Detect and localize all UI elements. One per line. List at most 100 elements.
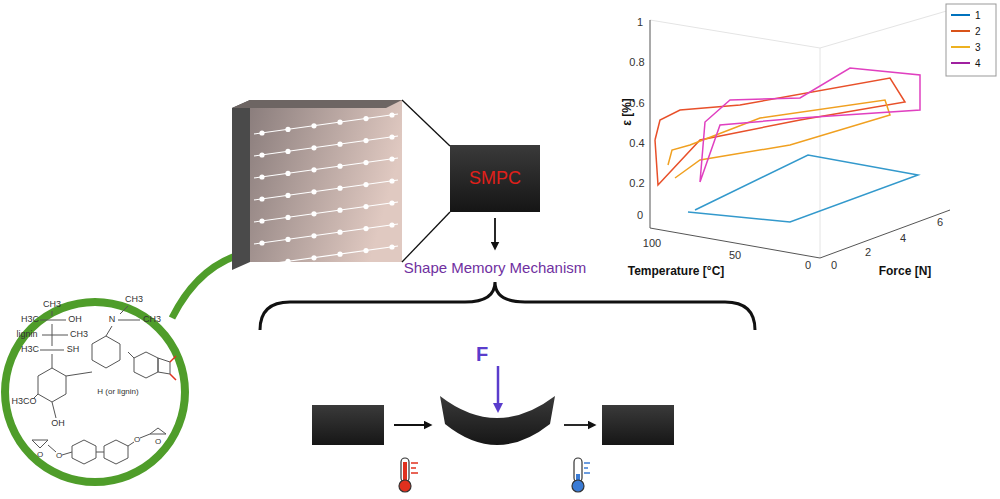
chem-label: CH3 — [70, 330, 88, 340]
axis-title: Force [N] — [879, 265, 932, 278]
fibre-dot — [285, 149, 290, 154]
legend-line — [951, 14, 970, 16]
chemical-circle — [5, 302, 185, 482]
legend-line — [951, 62, 970, 64]
fibre-dot — [363, 226, 368, 231]
chem-label: SH — [67, 345, 80, 355]
chart-axes — [650, 20, 950, 258]
fibre-rows — [254, 112, 398, 267]
zoom-line — [402, 212, 450, 262]
chem-label: H3C — [21, 315, 39, 325]
block-top — [232, 100, 402, 108]
tick-label: 0 — [637, 209, 643, 221]
down-arrow — [494, 218, 496, 246]
fibre-dot — [285, 215, 290, 220]
tick-label: 0 — [831, 259, 837, 271]
chemical-bonds — [32, 306, 170, 464]
legend-label: 4 — [975, 58, 981, 69]
fibre-dot — [259, 152, 264, 157]
chem-label: CH3 — [125, 295, 143, 305]
fibre — [254, 180, 398, 200]
force-arrow — [497, 366, 500, 408]
legend-label: 2 — [975, 26, 981, 37]
tick-label: 100 — [643, 237, 661, 249]
legend-label: 1 — [975, 10, 981, 21]
fibre-dot — [259, 262, 264, 267]
fibre-dot — [311, 189, 316, 194]
fibre-dot — [337, 142, 342, 147]
fibre — [254, 202, 398, 222]
fibre-dot — [337, 252, 342, 257]
fibre-dot — [259, 130, 264, 135]
chem-label: O — [56, 452, 62, 461]
fibre-dot — [259, 240, 264, 245]
fibre-dot — [337, 186, 342, 191]
fibre-block — [250, 100, 402, 262]
tick-label: 4 — [900, 232, 906, 244]
fibre-dot — [311, 233, 316, 238]
legend-line — [951, 46, 970, 48]
fibre-dot — [311, 145, 316, 150]
fibre-dot — [363, 204, 368, 209]
tick-label: 1 — [637, 16, 643, 28]
tick-label: 2 — [865, 246, 871, 258]
fibre-dot — [337, 230, 342, 235]
fibre-dot — [363, 182, 368, 187]
fibre-dot — [311, 211, 316, 216]
chem-label: H3CO — [11, 397, 36, 407]
fibre — [254, 224, 398, 244]
fibre-dot — [389, 178, 394, 183]
tick-label: 6 — [937, 216, 943, 228]
material-box: SMPC — [450, 145, 540, 212]
chem-label: O — [134, 436, 140, 445]
fibre-dot — [389, 244, 394, 249]
fibre-dot — [363, 248, 368, 253]
fibre-dot — [389, 156, 394, 161]
fibre-dot — [389, 200, 394, 205]
legend-box — [946, 4, 996, 76]
fibre-dot — [285, 171, 290, 176]
fibre-dot — [311, 167, 316, 172]
tick-label: 50 — [729, 249, 741, 261]
fibre-dot — [337, 120, 342, 125]
fibre-dot — [363, 116, 368, 121]
fibre-dot — [389, 222, 394, 227]
chem-label: H3C — [21, 345, 39, 355]
cold-thermometer — [572, 458, 590, 492]
straight-block — [312, 405, 384, 445]
tick-label: 0.4 — [629, 137, 644, 149]
chem-label: OH — [68, 315, 82, 325]
anhydride-carbonyls — [170, 356, 176, 380]
brace — [260, 282, 755, 330]
zoom-line — [402, 100, 450, 146]
fibre-dot — [285, 193, 290, 198]
fibre-dot — [259, 196, 264, 201]
chem-label: OH — [51, 419, 65, 429]
fibre-dot — [389, 134, 394, 139]
chem-label: lignin — [16, 330, 37, 340]
fibre — [254, 158, 398, 178]
fibre-dot — [259, 218, 264, 223]
chart-grid — [650, 10, 950, 258]
chem-label: O — [37, 451, 43, 460]
fibre-dot — [285, 127, 290, 132]
fibre — [254, 246, 398, 266]
fibre-dot — [363, 160, 368, 165]
fibre-dot — [285, 237, 290, 242]
legend-label: 3 — [975, 42, 981, 53]
chem-label: H (or lignin) — [97, 388, 138, 397]
chem-label: N — [109, 315, 116, 325]
force-symbol: F — [476, 343, 488, 365]
chart-curves — [655, 68, 920, 222]
tick-label: 0.8 — [629, 56, 644, 68]
mechanism-title: Shape Memory Mechanism — [404, 260, 587, 277]
fibre-dot — [285, 259, 290, 264]
step-arrow — [564, 424, 592, 426]
fibre-dot — [311, 255, 316, 260]
fibre — [254, 136, 398, 156]
fibre-dot — [337, 164, 342, 169]
fibre-dot — [337, 208, 342, 213]
block-edge — [232, 100, 402, 270]
